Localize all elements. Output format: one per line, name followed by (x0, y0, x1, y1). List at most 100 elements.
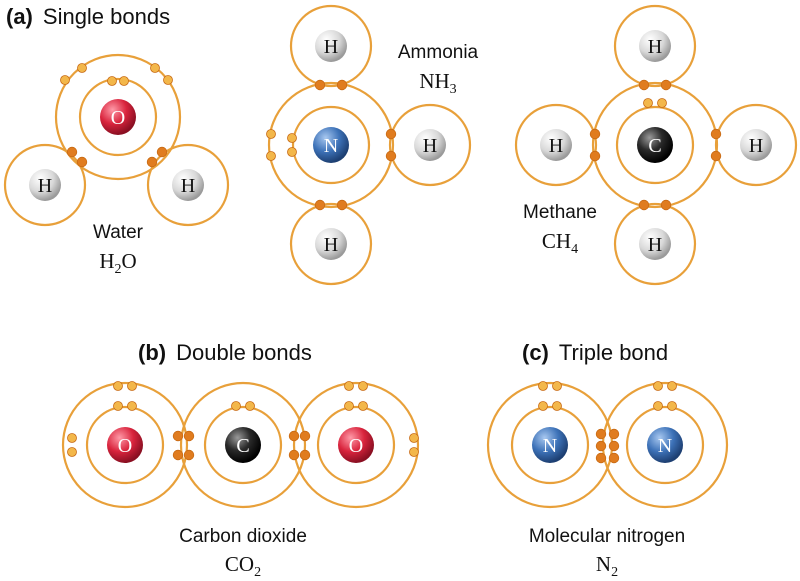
shared-electron (314, 79, 326, 91)
shared-electron (299, 430, 311, 442)
ammonia-shells (267, 4, 472, 286)
oxygen-nucleus (107, 427, 143, 463)
hydrogen-nucleus (540, 129, 572, 161)
water-molecule: O H H Water H2O (3, 53, 230, 277)
water-shells (3, 53, 230, 227)
ammonia-name: Ammonia (398, 42, 479, 63)
nitrogen-inner-shell (291, 105, 371, 185)
methane-formula: CH4 (542, 229, 578, 257)
shared-electron (638, 79, 650, 91)
shared-electron (638, 199, 650, 211)
n2-formula: N2 (596, 552, 618, 580)
electron (344, 401, 354, 411)
carbon-inner-shell (615, 105, 695, 185)
shared-electron (76, 156, 88, 168)
formula-subscript: 2 (115, 262, 122, 277)
electron (657, 98, 667, 108)
formula-base: NH (419, 69, 449, 93)
formula-subscript: 2 (254, 565, 261, 580)
electron (653, 401, 663, 411)
shared-electron (710, 128, 722, 140)
formula-base: H (99, 249, 114, 273)
n2-electrons (538, 381, 677, 464)
shared-electron (608, 440, 620, 452)
carbon-nucleus (637, 127, 673, 163)
shared-electron (156, 146, 168, 158)
electron (667, 401, 677, 411)
formula-subscript: 3 (450, 82, 457, 97)
hydrogen-nucleus (29, 169, 61, 201)
hydrogen-shell-bottom (289, 202, 373, 286)
formula-base: N (596, 552, 611, 576)
shared-electron (183, 449, 195, 461)
hydrogen-shell-right (146, 143, 230, 227)
methane-nuclei: C H H H H (540, 30, 772, 260)
nitrogen-inner-shell-right (625, 405, 705, 485)
methane-name: Methane (523, 202, 597, 223)
atom-symbol: O (349, 435, 363, 457)
nitrogen-nucleus (532, 427, 568, 463)
atom-symbol: N (324, 135, 338, 157)
electron (538, 401, 548, 411)
co2-formula: CO2 (225, 552, 261, 580)
oxygen-outer-shell (54, 53, 182, 181)
shared-electron (710, 150, 722, 162)
shared-electron (288, 449, 300, 461)
electron (358, 381, 368, 391)
methane-molecule: C H H H H Methane CH4 (514, 4, 798, 286)
atom-symbol: C (236, 435, 249, 457)
shared-electron (299, 449, 311, 461)
electron (344, 381, 354, 391)
shared-electron (336, 199, 348, 211)
electron (107, 76, 117, 86)
atom-symbol: H (324, 36, 338, 58)
carbon-inner-shell (203, 405, 283, 485)
atom-symbol: H (648, 36, 662, 58)
atom-symbol: H (749, 135, 763, 157)
shared-electron (146, 156, 158, 168)
atom-symbol: O (111, 107, 125, 129)
oxygen-outer-shell-left (61, 381, 189, 509)
formula-base: CH (542, 229, 571, 253)
hydrogen-shell-top (613, 4, 697, 88)
atom-symbol: N (658, 435, 672, 457)
atom-symbol: O (118, 435, 132, 457)
atom-symbol: C (648, 135, 661, 157)
electron (150, 63, 160, 73)
methane-shells (514, 4, 798, 286)
formula-base: CO (225, 552, 254, 576)
electron (653, 381, 663, 391)
electron (127, 401, 137, 411)
oxygen-outer-shell-right (292, 381, 420, 509)
co2-electrons (67, 381, 419, 461)
section-a-letter: (a) (6, 4, 33, 29)
co2-nuclei: O C O (107, 427, 374, 463)
n2-molecule: N N Molecular nitrogen N2 (486, 381, 729, 580)
shared-electron (589, 150, 601, 162)
n2-nuclei: N N (532, 427, 683, 463)
oxygen-nucleus (100, 99, 136, 135)
section-a-heading: (a) Single bonds (6, 4, 170, 29)
co2-shells (61, 381, 420, 509)
shared-electron (595, 428, 607, 440)
section-c-letter: (c) (522, 340, 549, 365)
water-nuclei: O H H (29, 99, 204, 201)
atom-symbol: H (181, 175, 195, 197)
electron (358, 401, 368, 411)
co2-name: Carbon dioxide (179, 526, 307, 547)
atom-symbol: H (648, 234, 662, 256)
water-electrons (60, 63, 173, 168)
co2-molecule: O C O Carbon dioxide CO2 (61, 381, 420, 580)
atom-symbol: H (324, 234, 338, 256)
electron (113, 401, 123, 411)
electron (77, 63, 87, 73)
shared-electron (172, 449, 184, 461)
methane-electrons (589, 79, 722, 211)
hydrogen-shell-right (388, 103, 472, 187)
atom-symbol: H (38, 175, 52, 197)
electron (231, 401, 241, 411)
oxygen-inner-shell (78, 77, 158, 157)
section-b-title: Double bonds (176, 340, 312, 365)
shared-electron (589, 128, 601, 140)
electron (245, 401, 255, 411)
